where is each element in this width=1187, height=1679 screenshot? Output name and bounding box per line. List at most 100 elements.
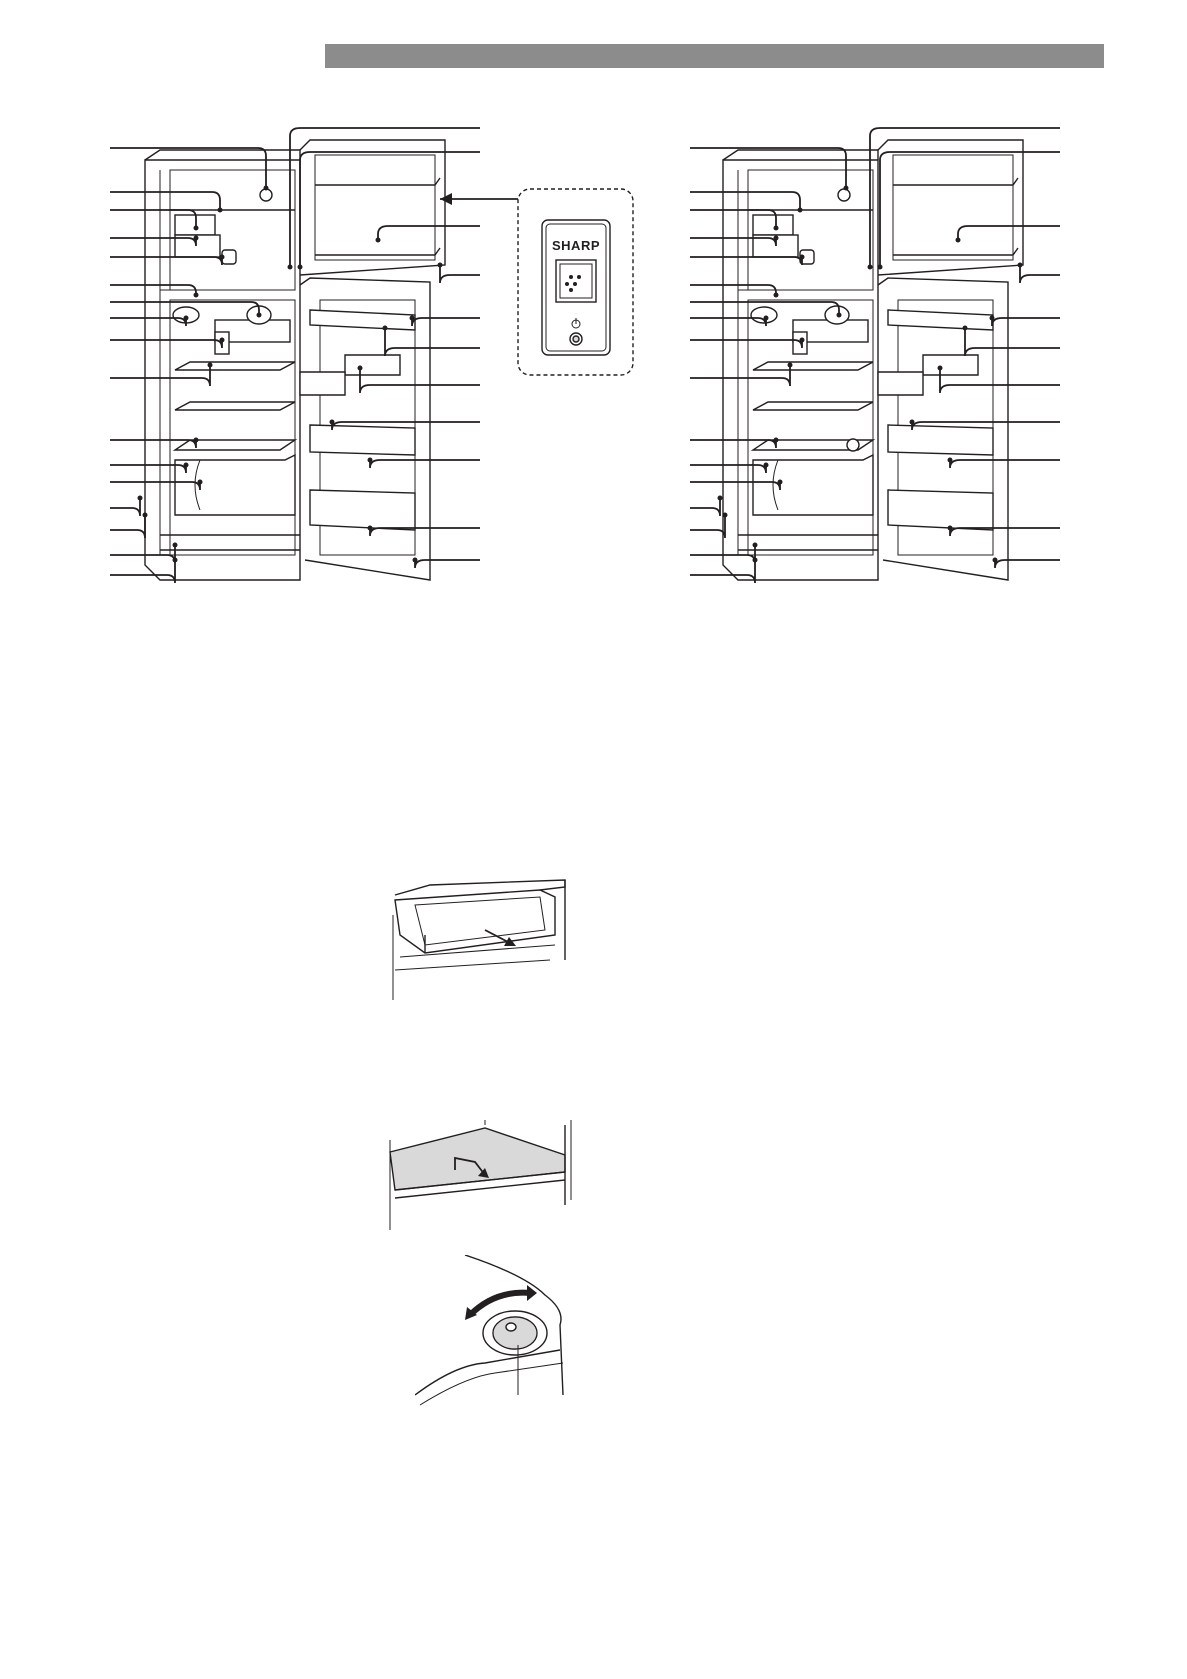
callout-dot: [717, 495, 723, 501]
callout-dot: [367, 525, 373, 531]
callout-leader: [690, 237, 777, 247]
callout-dot: [752, 557, 758, 563]
callout-leader: [869, 127, 1060, 267]
callout-leader: [690, 256, 803, 266]
callout-leader: [110, 209, 197, 228]
callout-dot: [219, 337, 225, 343]
fridge-diagram-right: [580, 110, 1180, 630]
callout-dot: [357, 365, 363, 371]
rotate-arrow: [465, 1285, 537, 1320]
callout-dot: [412, 557, 418, 563]
callout-dot: [777, 479, 783, 485]
callout-leader: [110, 339, 223, 349]
callout-leader: [369, 459, 480, 469]
callout-dot: [137, 495, 143, 501]
callout-leader: [690, 498, 721, 517]
header-bar: [325, 44, 1104, 68]
fridge-drawing-right: [690, 127, 1060, 584]
callout-leader: [411, 317, 480, 327]
callout-leader: [110, 498, 141, 517]
callout-leader: [879, 151, 1060, 267]
callout-dot: [142, 512, 148, 518]
callout-dot: [867, 264, 873, 270]
callout-dot: [937, 365, 943, 371]
remove-shelf-arrow: [454, 1156, 489, 1178]
callout-dot: [367, 457, 373, 463]
glass-shelf-illustration: [385, 1120, 585, 1240]
callout-leader: [690, 317, 767, 327]
callout-dot: [992, 557, 998, 563]
callout-dot: [197, 479, 203, 485]
callout-leader: [690, 515, 726, 539]
callout-dot: [773, 437, 779, 443]
callout-dot: [773, 225, 779, 231]
callout-dot: [193, 292, 199, 298]
callout-leader: [949, 459, 1060, 469]
callout-dot: [297, 264, 303, 270]
callout-leader: [690, 560, 756, 584]
callout-leader: [690, 209, 777, 228]
callout-leader: [911, 421, 1060, 431]
callout-leader: [690, 339, 803, 349]
callout-dot: [797, 207, 803, 213]
callout-leader: [949, 527, 1060, 537]
callout-dot: [193, 437, 199, 443]
callout-dot: [787, 362, 793, 368]
callout-dot: [437, 262, 443, 268]
callout-dot: [799, 254, 805, 260]
callout-leader: [110, 560, 176, 584]
callout-dot: [409, 315, 415, 321]
callout-dot: [207, 362, 213, 368]
callout-dot: [909, 419, 915, 425]
callout-leader: [939, 368, 1060, 394]
callout-dot: [329, 419, 335, 425]
fridge-diagram-left: [0, 110, 640, 630]
callout-leader: [110, 481, 201, 491]
callout-dot: [1017, 262, 1023, 268]
power-icon: [571, 318, 581, 329]
callout-dot: [382, 325, 388, 331]
callout-leader: [690, 439, 777, 449]
callout-dot: [947, 525, 953, 531]
callout-leader: [110, 317, 187, 327]
control-panel-callout: SHARP: [440, 185, 640, 385]
control-panel-brand: SHARP: [552, 238, 600, 253]
callout-leader: [991, 317, 1060, 327]
callout-leader: [110, 147, 267, 188]
callout-leader: [690, 301, 840, 315]
callout-dot: [752, 542, 758, 548]
callout-leader: [1019, 265, 1060, 284]
callout-leader: [110, 256, 223, 266]
callout-leader: [690, 481, 781, 491]
callout-dot: [843, 185, 849, 191]
callout-dot: [183, 462, 189, 468]
callout-leader: [377, 225, 480, 240]
callout-dot: [799, 337, 805, 343]
callout-leader: [384, 328, 480, 357]
callout-dot: [763, 462, 769, 468]
callout-dot: [172, 542, 178, 548]
callout-leader: [690, 147, 847, 188]
callout-leader: [964, 328, 1060, 357]
callout-dot: [375, 237, 381, 243]
callout-dot: [947, 457, 953, 463]
callout-leader: [331, 421, 480, 431]
callout-dot: [172, 557, 178, 563]
pull-out-arrow: [484, 929, 516, 946]
callout-dot: [989, 315, 995, 321]
callout-dot: [773, 235, 779, 241]
callout-leader: [110, 301, 260, 315]
callout-dot: [256, 312, 262, 318]
callout-leader: [110, 464, 187, 474]
callout-dot: [722, 512, 728, 518]
callout-dot: [836, 312, 842, 318]
callout-leader: [957, 225, 1060, 240]
callout-dot: [877, 264, 883, 270]
callout-dot: [193, 225, 199, 231]
callout-dot: [217, 207, 223, 213]
callout-leader: [994, 559, 1060, 569]
callout-leader: [110, 545, 176, 564]
callout-dot: [962, 325, 968, 331]
callout-leader: [110, 365, 211, 387]
callout-leader: [690, 464, 767, 474]
